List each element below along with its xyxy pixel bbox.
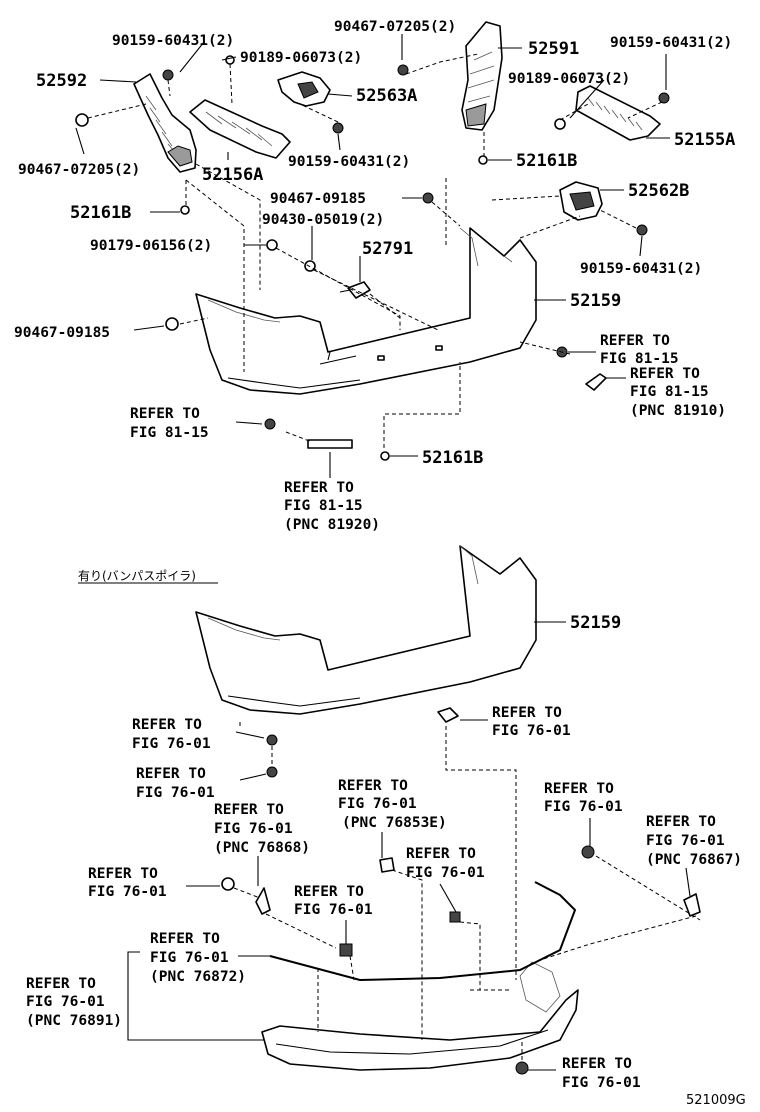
part-90189-06073-a-label: 90189-06073(2)	[240, 50, 362, 66]
part-90189-06073-b-label: 90189-06073(2)	[508, 71, 630, 87]
ref-fig-76-01-b[interactable]: REFER TO FIG 76-01	[492, 705, 571, 739]
part-90159-60431-a-label: 90159-60431(2)	[112, 33, 234, 49]
ref-fig-76-01-f[interactable]: REFER TO FIG 76-01	[88, 866, 167, 900]
fastener-icons-bottom	[221, 707, 701, 1075]
ref-text: REFER TO	[338, 778, 408, 794]
part-90179-06156-label: 90179-06156(2)	[90, 238, 212, 254]
pnc-52156a-label: 52156A	[202, 165, 263, 185]
ref-fig-81-15-b[interactable]: REFER TO FIG 81-15	[130, 406, 209, 441]
bracket-52591-shape	[461, 21, 503, 131]
ref-text: REFER TO	[646, 814, 716, 830]
ref-text: REFER TO	[284, 480, 354, 496]
bumper-52159-top-shape	[195, 227, 537, 395]
bracket-52156a-shape	[189, 99, 291, 159]
ref-text: REFER TO	[132, 717, 202, 733]
ref-text: REFER TO	[130, 406, 200, 422]
part-90467-09185-b-label: 90467-09185	[14, 325, 110, 341]
bracket-52791-shape	[339, 281, 371, 299]
ref-fig: FIG 81-15	[630, 384, 709, 400]
pnc-52161b-bottom-label: 52161B	[422, 448, 483, 468]
ref-fig: FIG 76-01	[406, 865, 485, 881]
pnc-52592-label: 52592	[36, 71, 87, 91]
leader-lines	[75, 34, 691, 1071]
part-90467-07205-a-label: 90467-07205(2)	[334, 19, 456, 35]
ref-fig-76-01-pnc-76868[interactable]: REFER TO FIG 76-01 (PNC 76868)	[214, 802, 310, 856]
bumper-52159-bottom-shape	[195, 545, 537, 715]
ref-fig: FIG 76-01	[150, 950, 229, 966]
bracket-52155a-shape	[575, 85, 661, 141]
ref-fig-76-01-h[interactable]: REFER TO FIG 76-01	[562, 1056, 641, 1091]
ref-fig-81-15-a[interactable]: REFER TO FIG 81-15	[600, 333, 679, 367]
ref-fig: FIG 76-01	[26, 994, 105, 1010]
part-90159-60431-c-label: 90159-60431(2)	[288, 154, 410, 170]
ref-fig-76-01-g[interactable]: REFER TO FIG 76-01	[294, 884, 373, 918]
ref-fig: FIG 76-01	[646, 833, 725, 849]
ref-fig: FIG 76-01	[544, 799, 623, 815]
ref-fig-76-01-pnc-76853e[interactable]: REFER TO FIG 76-01 (PNC 76853E)	[338, 778, 447, 831]
ref-fig-81-15-pnc-81910[interactable]: REFER TO FIG 81-15 (PNC 81910)	[630, 366, 726, 419]
bracket-52562b-shape	[559, 181, 603, 221]
spoiler-76891-shape	[261, 961, 579, 1071]
ref-fig-76-01-d[interactable]: REFER TO FIG 76-01	[544, 781, 623, 815]
bracket-52592-shape	[133, 73, 197, 173]
ref-fig: FIG 76-01	[562, 1075, 641, 1091]
ref-text: REFER TO	[214, 802, 284, 818]
ref-fig: FIG 76-01	[492, 723, 571, 739]
fastener-icons-top	[75, 55, 670, 461]
ref-fig: FIG 76-01	[294, 902, 373, 918]
part-90159-60431-d-label: 90159-60431(2)	[580, 261, 702, 277]
ref-text: REFER TO	[136, 766, 206, 782]
pnc-52563a-label: 52563A	[356, 86, 417, 106]
ref-fig: FIG 76-01	[214, 821, 293, 837]
pnc-52591-label: 52591	[528, 39, 579, 59]
drawing-code: 521009G	[686, 1093, 746, 1108]
pnc-52161b-left-label: 52161B	[70, 203, 131, 223]
ref-text: REFER TO	[406, 846, 476, 862]
ref-fig-76-01-a[interactable]: REFER TO FIG 76-01	[132, 717, 211, 752]
pnc-52161b-top-label: 52161B	[516, 151, 577, 171]
ref-pnc: (PNC 81910)	[630, 403, 726, 419]
section-note: 有り(バンパスポイラ)	[78, 569, 196, 583]
part-90430-05019-label: 90430-05019(2)	[262, 212, 384, 228]
bracket-52563a-shape	[277, 71, 331, 107]
ref-text: REFER TO	[600, 333, 670, 349]
ref-fig: FIG 76-01	[338, 796, 417, 812]
ref-pnc: (PNC 76872)	[150, 969, 246, 985]
ref-text: REFER TO	[150, 931, 220, 947]
pnc-52155a-label: 52155A	[674, 130, 735, 150]
ref-pnc: (PNC 76891)	[26, 1013, 122, 1029]
ref-fig-76-01-pnc-76867[interactable]: REFER TO FIG 76-01 (PNC 76867)	[646, 814, 742, 868]
ref-fig: FIG 76-01	[136, 785, 215, 801]
ref-pnc: (PNC 81920)	[284, 517, 380, 533]
ref-text: REFER TO	[562, 1056, 632, 1072]
assembly-dashed-lines	[87, 53, 701, 1060]
ref-fig-76-01-c[interactable]: REFER TO FIG 76-01	[136, 766, 215, 801]
ref-fig: FIG 81-15	[600, 351, 679, 367]
ref-fig-81-15-pnc-81920[interactable]: REFER TO FIG 81-15 (PNC 81920)	[284, 480, 380, 533]
ref-text: REFER TO	[88, 866, 158, 882]
ref-fig-76-01-pnc-76891[interactable]: REFER TO FIG 76-01 (PNC 76891)	[26, 976, 122, 1029]
part-90467-09185-a-label: 90467-09185	[270, 191, 366, 207]
ref-fig: FIG 81-15	[130, 425, 209, 441]
pnc-52159-top-label: 52159	[570, 291, 621, 311]
part-90467-07205-b-label: 90467-07205(2)	[18, 162, 140, 178]
ref-fig-76-01-pnc-76872[interactable]: REFER TO FIG 76-01 (PNC 76872)	[150, 931, 246, 985]
ref-pnc: (PNC 76867)	[646, 852, 742, 868]
pnc-52159-bottom-label: 52159	[570, 613, 621, 633]
ref-text: REFER TO	[544, 781, 614, 797]
ref-fig: FIG 76-01	[88, 884, 167, 900]
ref-pnc: (PNC 76868)	[214, 840, 310, 856]
ref-text: REFER TO	[630, 366, 700, 382]
ref-text: REFER TO	[294, 884, 364, 900]
ref-fig: FIG 81-15	[284, 498, 363, 514]
part-90159-60431-b-label: 90159-60431(2)	[610, 35, 732, 51]
pnc-52791-label: 52791	[362, 239, 413, 259]
ref-fig-76-01-e[interactable]: REFER TO FIG 76-01	[406, 846, 485, 881]
ref-fig: FIG 76-01	[132, 736, 211, 752]
pnc-52562b-label: 52562B	[628, 181, 689, 201]
ref-text: REFER TO	[492, 705, 562, 721]
ref-text: REFER TO	[26, 976, 96, 992]
ref-pnc: (PNC 76853E)	[342, 815, 447, 831]
